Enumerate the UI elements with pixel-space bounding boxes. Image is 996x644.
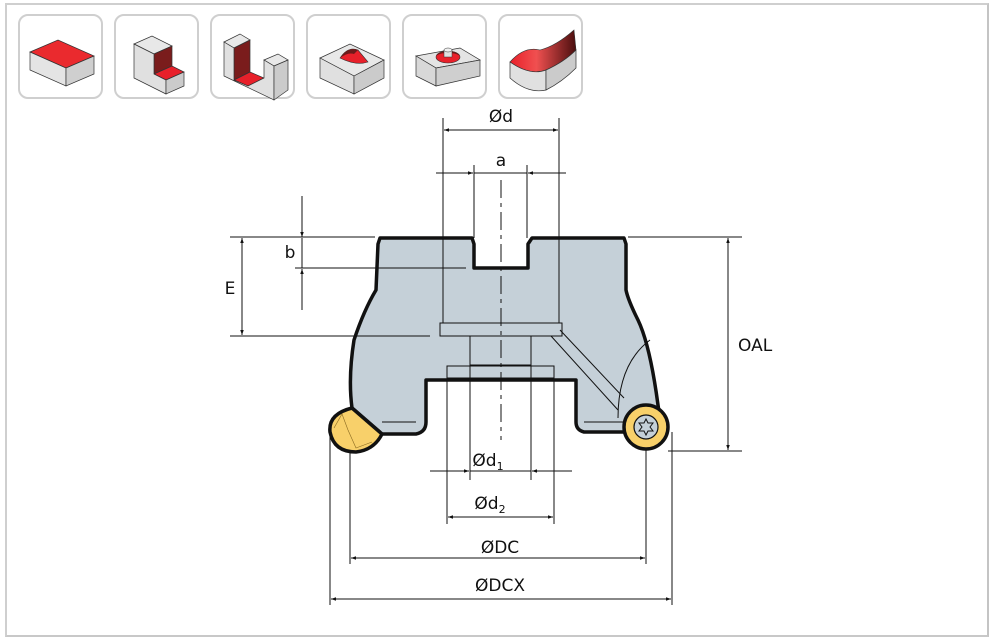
op-tile-circular-milling[interactable] [402,14,487,99]
dim-label-d2: Ød2 [474,494,505,516]
dim-label-d: Ød [489,107,513,127]
op-tile-pocket-milling[interactable] [306,14,391,99]
op-tile-profile-milling[interactable] [498,14,583,99]
shoulder-milling-icon [133,35,185,95]
dim-label-b: b [285,243,296,263]
op-tile-slot-milling[interactable] [210,14,295,101]
dim-label-dc: ØDC [481,538,519,558]
op-tile-face-milling[interactable] [18,14,103,99]
slot-milling-icon [223,33,289,101]
dim-label-oal: OAL [738,336,773,356]
torx-screw-icon [638,417,654,437]
left-insert [328,406,384,454]
op-tile-shoulder-milling[interactable] [114,14,199,99]
right-insert [622,403,670,451]
circular-milling-icon [415,47,481,87]
face-milling-icon [29,39,95,87]
pocket-milling-icon [319,43,385,95]
profile-milling-icon [509,29,577,92]
dim-label-e: E [225,279,236,299]
dim-label-dcx: ØDCX [475,576,525,596]
dim-label-a: a [496,151,506,171]
dimension-lines [230,118,742,605]
dim-label-d1: Ød1 [472,451,503,473]
